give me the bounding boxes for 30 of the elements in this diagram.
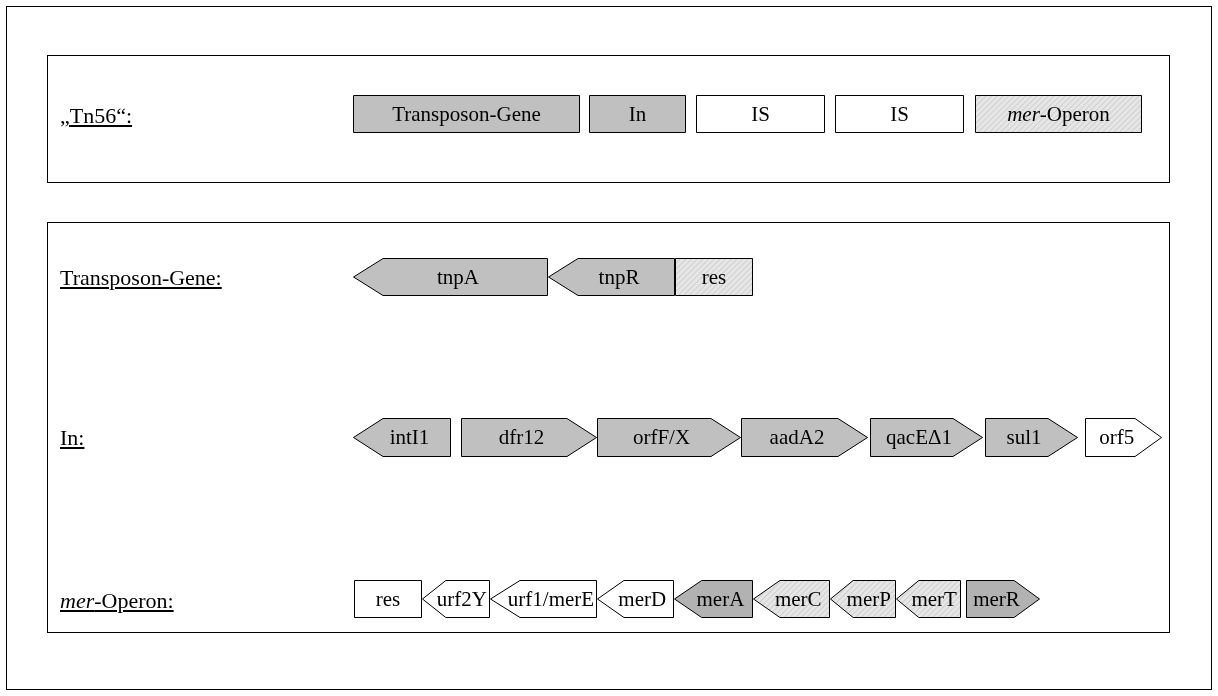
row-label: In: [60, 425, 85, 451]
gene-box: res [354, 580, 422, 618]
gene-arrow-right: qacEΔ1 [870, 418, 983, 457]
gene-arrow-right: dfr12 [461, 418, 597, 457]
gene-arrow-left: intI1 [353, 418, 451, 457]
gene-arrow-right: sul1 [985, 418, 1078, 457]
gene-box: mer-Operon [975, 95, 1142, 133]
row-label: Transposon-Gene: [60, 265, 222, 291]
gene-arrow-left: urf1/merE [490, 580, 597, 618]
gene-arrow-right: orfF/X [597, 418, 741, 457]
panel [47, 222, 1170, 633]
gene-arrow-right: merR [966, 580, 1040, 618]
gene-arrow-left: merP [830, 580, 896, 618]
gene-arrow-left: merA [674, 580, 753, 618]
gene-box: res [675, 258, 753, 296]
gene-box: IS [696, 95, 825, 133]
gene-arrow-left: urf2Y [422, 580, 490, 618]
gene-arrow-right: orf5 [1085, 418, 1162, 457]
gene-arrow-right: aadA2 [741, 418, 868, 457]
gene-box: In [589, 95, 686, 133]
gene-arrow-left: tnpR [548, 258, 675, 296]
row-label: „Tn56“: [60, 103, 133, 129]
row-label: mer-Operon: [60, 588, 174, 614]
gene-arrow-left: merD [597, 580, 674, 618]
gene-arrow-left: merT [896, 580, 961, 618]
gene-arrow-left: merC [753, 580, 830, 618]
gene-arrow-left: tnpA [353, 258, 548, 296]
gene-box: Transposon-Gene [353, 95, 580, 133]
gene-box: IS [835, 95, 964, 133]
panel [47, 55, 1170, 183]
